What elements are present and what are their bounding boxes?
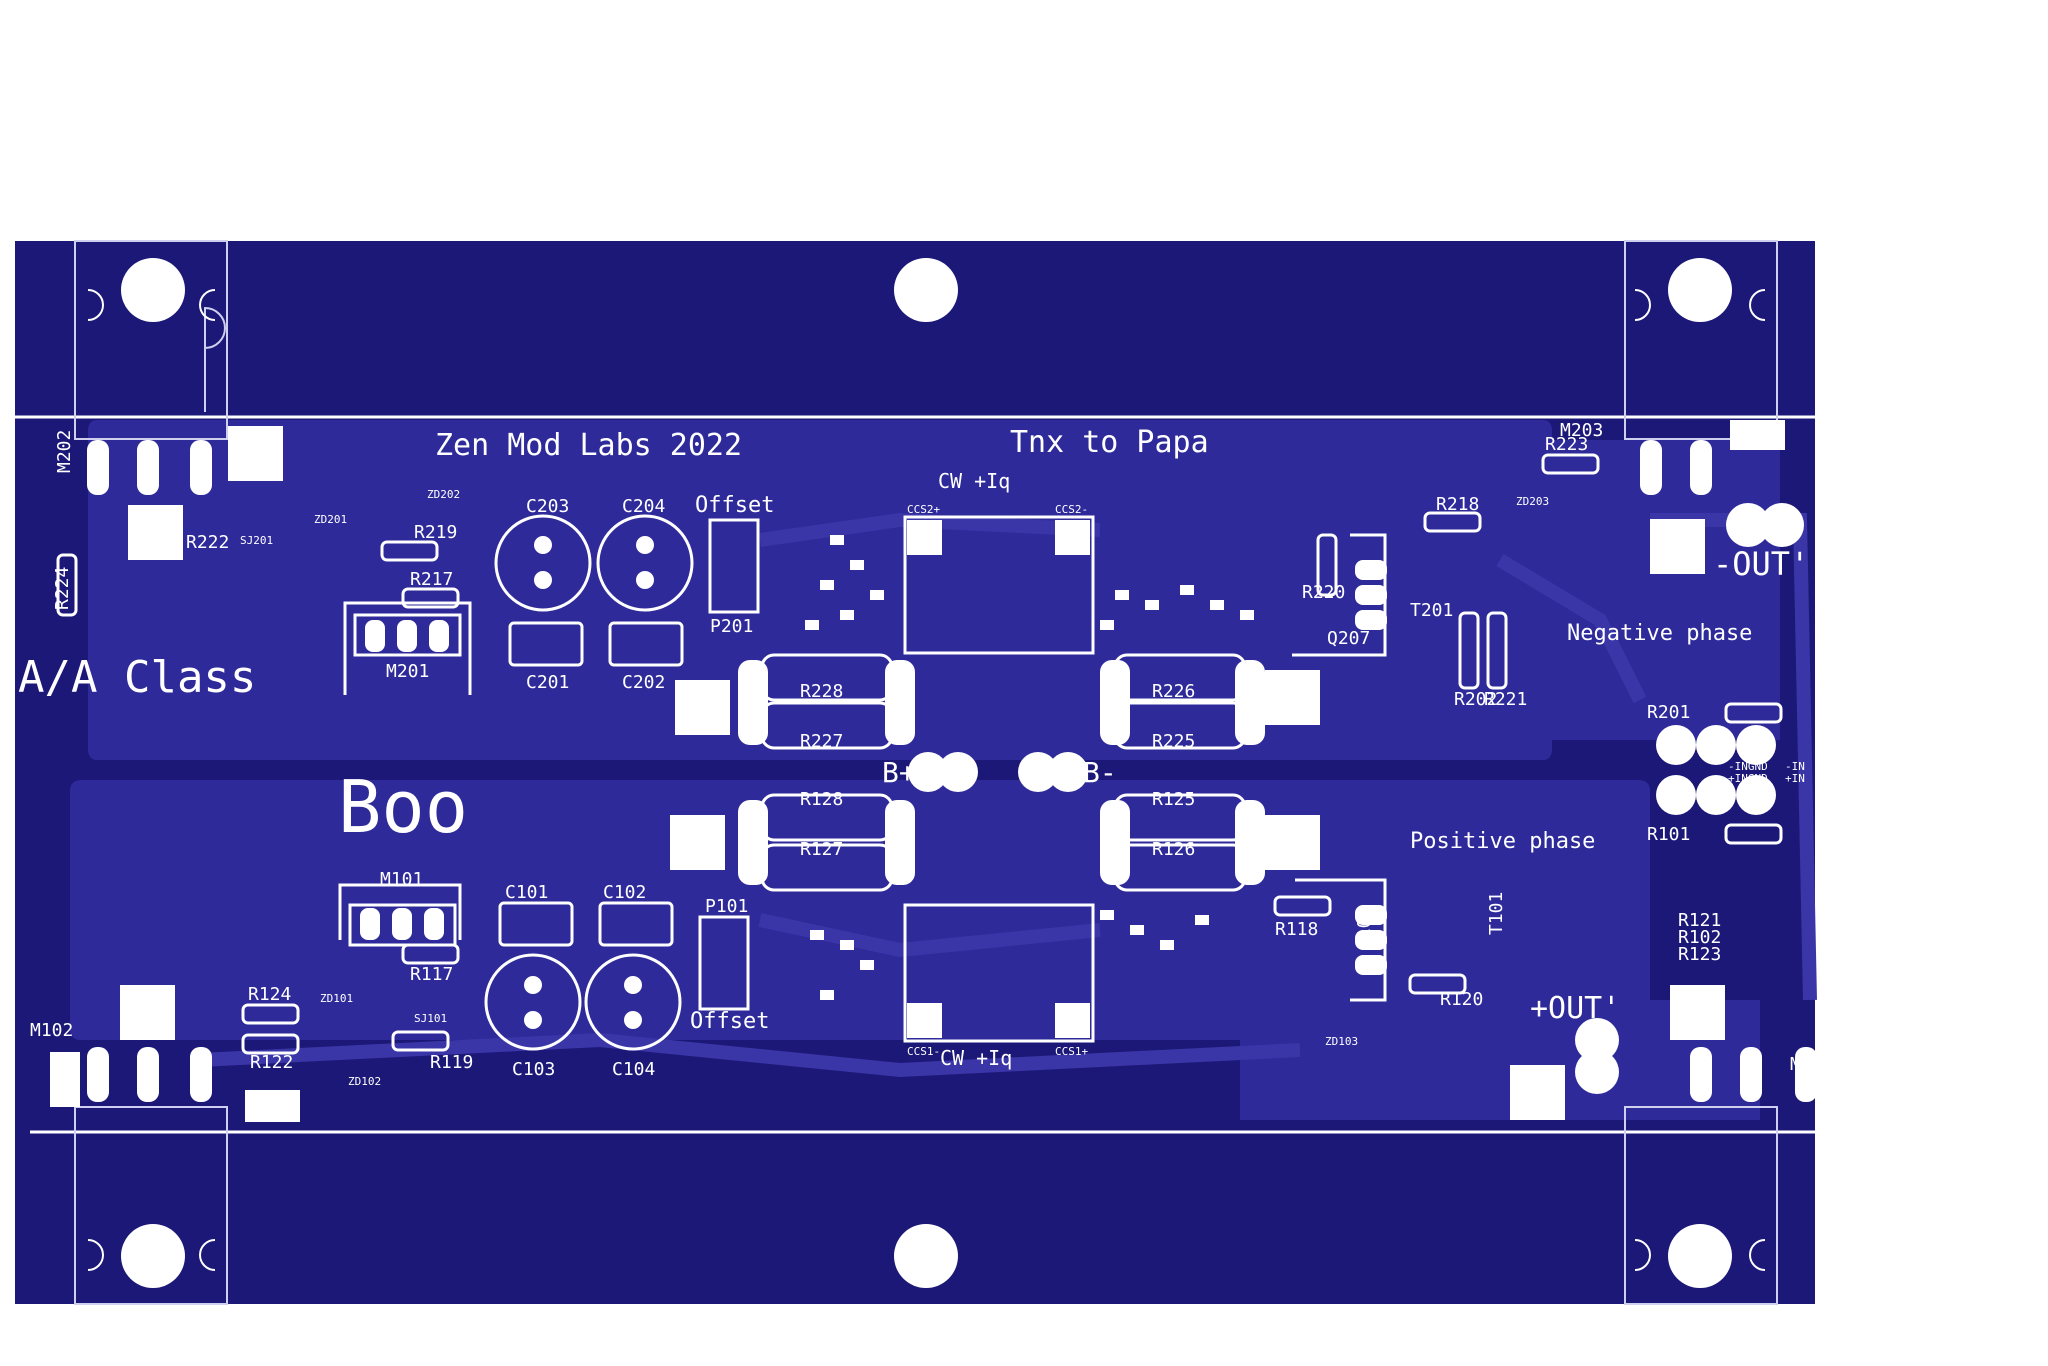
r219-label: R219 <box>414 522 457 543</box>
q107-label: Q107 <box>1354 907 1375 950</box>
r201-label: R201 <box>1647 702 1690 723</box>
mosfet-pads <box>87 440 1817 1102</box>
ccs1m-label: CCS1- <box>907 1045 940 1058</box>
mount-hole-bc <box>894 1224 958 1288</box>
ingnd-pos-label: +INGND <box>1728 772 1768 785</box>
out-pos-label: +OUT' <box>1530 991 1620 1026</box>
c101-label: C101 <box>505 882 548 903</box>
r218-label: R218 <box>1436 494 1479 515</box>
c202-label: C202 <box>622 672 665 693</box>
cw-bot-label: CW +Iq <box>940 1046 1012 1070</box>
class-label: A/A Class <box>18 652 256 703</box>
r227-label: R227 <box>800 731 843 752</box>
thanks-label: Tnx to Papa <box>1010 425 1209 460</box>
via-arrays <box>50 420 1785 1122</box>
in-pos-label: +IN <box>1785 772 1805 785</box>
r127-label: R127 <box>800 839 843 860</box>
zd203-label: ZD203 <box>1516 495 1549 508</box>
ccs2p-label: CCS2+ <box>907 503 940 516</box>
film-caps <box>498 621 684 947</box>
t101-label: T101 <box>1486 892 1507 935</box>
cw-top-label: CW +Iq <box>938 469 1010 493</box>
mount-hole-bl <box>121 1224 185 1288</box>
boo-label: Boo <box>338 765 468 849</box>
r124-label: R124 <box>248 984 291 1005</box>
c103-label: C103 <box>512 1059 555 1080</box>
r126-label: R126 <box>1152 839 1195 860</box>
b-minus-label: B- <box>1083 756 1117 789</box>
offset-top-label: Offset <box>695 493 774 518</box>
c201-label: C201 <box>526 672 569 693</box>
r226-label: R226 <box>1152 681 1195 702</box>
r101-label: R101 <box>1647 824 1690 845</box>
mount-hole-br <box>1668 1224 1732 1288</box>
electrolytic-caps <box>484 514 694 1051</box>
r222-label: R222 <box>186 532 229 553</box>
r220-label: R220 <box>1302 582 1345 603</box>
negative-phase-label: Negative phase <box>1567 621 1752 646</box>
c102-label: C102 <box>603 882 646 903</box>
zd103-label: ZD103 <box>1325 1035 1358 1048</box>
mount-hole-tl <box>121 258 185 322</box>
sj101-label: SJ101 <box>414 1012 447 1025</box>
r102-label: R102 <box>1678 927 1721 948</box>
r224-label: R224 <box>52 567 73 610</box>
zd102-label: ZD102 <box>348 1075 381 1088</box>
m202-label: M202 <box>54 430 75 473</box>
r120-label: R120 <box>1440 989 1483 1010</box>
r117-label: R117 <box>410 964 453 985</box>
mount-hole-tc <box>894 258 958 322</box>
trimmers <box>698 518 760 1011</box>
offset-bot-label: Offset <box>690 1009 769 1034</box>
m103-label: M103 <box>1790 1054 1833 1075</box>
ccs1p-label: CCS1+ <box>1055 1045 1088 1058</box>
ingnd-neg-label: -INGND <box>1728 760 1768 773</box>
m102-label: M102 <box>30 1020 73 1041</box>
r223-label: R223 <box>1545 434 1588 455</box>
c203-label: C203 <box>526 496 569 517</box>
r121-label: R121 <box>1678 910 1721 931</box>
m201-label: M201 <box>386 661 429 682</box>
r228-label: R228 <box>800 681 843 702</box>
positive-phase-label: Positive phase <box>1410 829 1595 854</box>
m203-label: M203 <box>1560 420 1603 441</box>
power-connectors <box>908 503 1804 1094</box>
c204-label: C204 <box>622 496 665 517</box>
p101-label: P101 <box>705 896 748 917</box>
m101-label: M101 <box>380 869 423 890</box>
smd-parts <box>805 535 1254 1000</box>
out-neg-label: -OUT' <box>1713 545 1809 583</box>
r128-label: R128 <box>800 789 843 810</box>
in-neg-label: -IN <box>1785 760 1805 773</box>
r225-label: R225 <box>1152 731 1195 752</box>
q207-label: Q207 <box>1327 628 1370 649</box>
zd201-label: ZD201 <box>314 513 347 526</box>
r122-label: R122 <box>250 1052 293 1073</box>
p201-label: P201 <box>710 616 753 637</box>
r125-label: R125 <box>1152 789 1195 810</box>
ccs-modules <box>903 515 1095 1043</box>
t201-label: T201 <box>1410 600 1453 621</box>
r217-label: R217 <box>410 569 453 590</box>
r221-label: R221 <box>1484 689 1527 710</box>
b-plus-label: B+ <box>882 756 916 789</box>
r123-label: R123 <box>1678 944 1721 965</box>
r119-label: R119 <box>430 1052 473 1073</box>
r202-label: R202 <box>1454 689 1497 710</box>
axial-resistors <box>56 453 1783 1055</box>
sj201-label: SJ201 <box>240 534 273 547</box>
zd101-label: ZD101 <box>320 992 353 1005</box>
silkscreen-labels: Zen Mod Labs 2022 Tnx to Papa A/A Class … <box>18 420 1833 1088</box>
maker-label: Zen Mod Labs 2022 <box>435 428 742 463</box>
heatsink-outlines <box>74 240 1778 1305</box>
mounting-holes <box>121 258 1732 1288</box>
c104-label: C104 <box>612 1059 655 1080</box>
ccs2m-label: CCS2- <box>1055 503 1088 516</box>
zd202-label: ZD202 <box>427 488 460 501</box>
r118-label: R118 <box>1275 919 1318 940</box>
mount-hole-tr <box>1668 258 1732 322</box>
